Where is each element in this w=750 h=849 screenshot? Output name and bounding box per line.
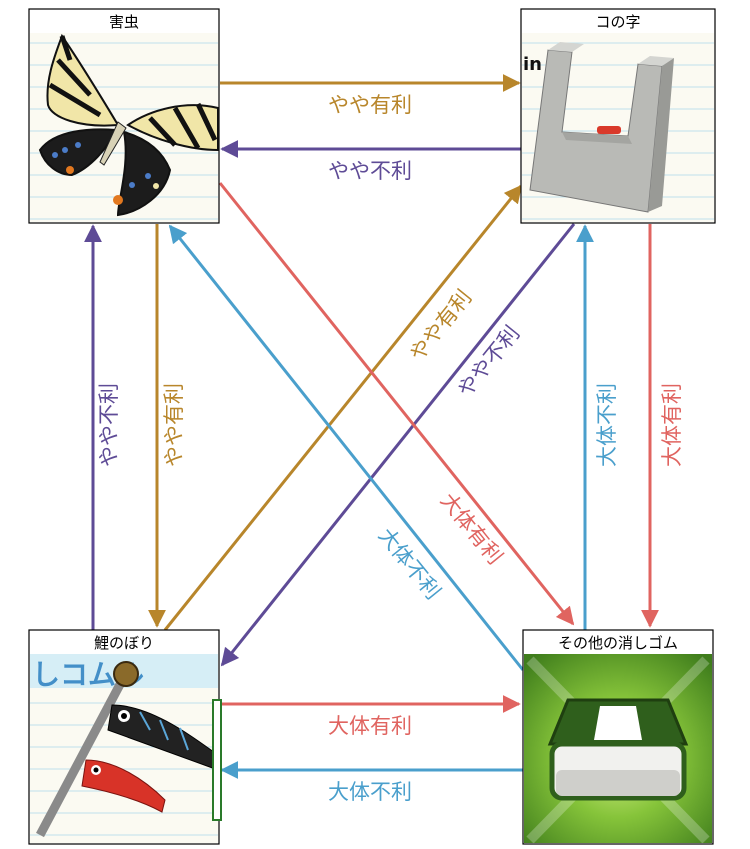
label-koinobori-to-ushape: やや有利 xyxy=(405,285,477,365)
label-insect-to-koinobori: やや有利 xyxy=(162,383,186,467)
edges xyxy=(84,74,659,779)
label-koinobori-to-eraser: 大体有利 xyxy=(328,714,412,738)
node-koinobori-title: 鯉のぼり xyxy=(94,634,154,652)
u-shaped-block-render: in xyxy=(522,33,714,222)
edge-insect-to-eraser xyxy=(218,182,575,626)
edge-ushape-to-koinobori xyxy=(220,223,576,667)
node-eraser: その他の消しゴム xyxy=(522,629,714,845)
label-eraser-to-koinobori: 大体不利 xyxy=(328,780,412,804)
carp-streamer-illustration: しコムル xyxy=(30,654,222,843)
edge-eraser-to-insect xyxy=(168,224,525,671)
node-insect: 害虫 xyxy=(28,8,220,224)
label-eraser-to-insect: 大体不利 xyxy=(374,523,446,603)
node-eraser-title: その他の消しゴム xyxy=(558,634,678,652)
node-koinobori: 鯉のぼり しコムル xyxy=(28,629,222,845)
node-ushape: コの字 in xyxy=(520,8,716,224)
label-insect-to-ushape: やや有利 xyxy=(328,93,412,117)
label-ushape-to-insect: やや不利 xyxy=(328,159,412,183)
node-ushape-title: コの字 xyxy=(595,13,640,31)
butterfly-illustration xyxy=(30,33,219,222)
label-eraser-to-ushape: 大体不利 xyxy=(595,383,619,467)
edge-koinobori-to-ushape xyxy=(163,184,523,631)
eraser-icon-green-burst xyxy=(524,654,712,844)
node-insect-title: 害虫 xyxy=(109,13,139,31)
label-koinobori-to-insect: やや不利 xyxy=(97,383,121,467)
ushape-fragment-text: in xyxy=(523,54,542,75)
label-ushape-to-eraser: 大体有利 xyxy=(660,383,684,467)
